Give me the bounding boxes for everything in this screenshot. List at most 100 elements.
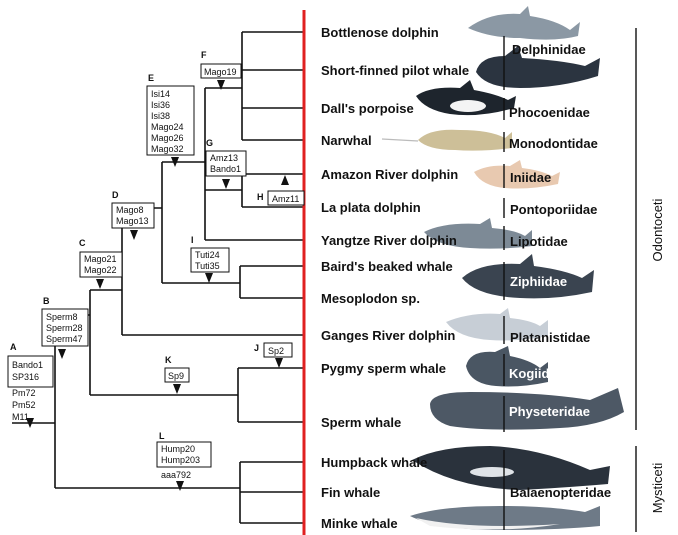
marker-c-1: Mago22 [84,265,117,275]
family-label-iniidae: Iniidae [510,170,551,185]
marker-arrow-i [205,273,213,283]
marker-box-b: Sperm8 Sperm28 Sperm47 [42,309,88,359]
marker-box-i: Tuti24 Tuti35 [191,248,229,283]
marker-l-2: aaa792 [161,470,191,480]
node-letter-f: F [201,50,207,60]
marker-a-1: SP316 [12,372,39,382]
marker-i-0: Tuti24 [195,250,220,260]
marker-arrow-b [58,349,66,359]
marker-box-e: Isi14 Isi36 Isi38 Mago24 Mago26 Mago32 [147,86,194,167]
marker-box-c: Mago21 Mago22 [80,252,122,289]
marker-box-d: Mago8 Mago13 [112,203,154,240]
node-letter-e: E [148,73,154,83]
species-label-4: Amazon River dolphin [321,167,458,182]
marker-arrow-d [130,230,138,240]
species-label-8: Mesoplodon sp. [321,291,420,306]
species-label-1: Short-finned pilot whale [321,63,469,78]
marker-g-1: Bando1 [210,164,241,174]
marker-b-0: Sperm8 [46,312,78,322]
branch-node-b [90,290,238,395]
species-label-9: Ganges River dolphin [321,328,455,343]
node-letter-b: B [43,296,50,306]
family-label-phocoenidae: Phocoenidae [509,105,590,120]
marker-e-2: Isi38 [151,111,170,121]
family-label-platanistidae: Platanistidae [510,330,590,345]
marker-box-f: Mago19 [201,64,241,90]
species-label-3: Narwhal [321,133,372,148]
species-label-10: Pygmy sperm whale [321,361,446,376]
node-letter-k: K [165,355,172,365]
marker-box-l: Hump20 Hump203 aaa792 [157,442,211,491]
suborder-label-odontoceti: Odontoceti [650,198,665,261]
marker-j-0: Sp2 [268,346,284,356]
marker-f-0: Mago19 [204,67,237,77]
node-letter-i: I [191,235,194,245]
species-label-13: Fin whale [321,485,380,500]
branch-node-j [238,368,305,422]
marker-box-a: Bando1 SP316 Pm72 Pm52 M11 [8,356,53,428]
marker-e-1: Isi36 [151,100,170,110]
node-letter-a: A [10,342,17,352]
marker-a-0: Bando1 [12,360,43,370]
branch-node-f [242,32,305,140]
humpback-flipper [470,467,514,477]
marker-c-0: Mago21 [84,254,117,264]
marker-e-5: Mago32 [151,144,184,154]
family-label-ziphiidae: Ziphiidae [510,274,567,289]
marker-a-3: Pm52 [12,400,36,410]
node-letter-c: C [79,238,86,248]
node-letter-l: L [159,431,165,441]
marker-e-3: Mago24 [151,122,184,132]
marker-arrow-h [281,175,289,185]
species-label-5: La plata dolphin [321,200,421,215]
species-label-14: Minke whale [321,516,398,531]
dalls-porpoise-patch [450,100,486,112]
marker-l-1: Hump203 [161,455,200,465]
marker-g-0: Amz13 [210,153,238,163]
marker-box-j: Sp2 [264,343,292,368]
species-label-0: Bottlenose dolphin [321,25,439,40]
marker-arrow-k [173,384,181,394]
family-label-delphinidae: Delphinidae [512,42,586,57]
marker-h-0: Amz11 [272,194,299,204]
marker-d-1: Mago13 [116,216,149,226]
branch-node-l [240,462,305,523]
narwhal-image [418,130,512,151]
node-letter-j: J [254,343,259,353]
marker-k-0: Sp9 [168,371,184,381]
family-label-kogiidae: Kogiidae [509,366,564,381]
family-label-monodontidae: Monodontidae [509,136,598,151]
marker-box-h: Amz11 [268,175,304,205]
family-label-physeteridae: Physeteridae [509,404,590,419]
marker-l-0: Hump20 [161,444,195,454]
suborder-label-mysticeti: Mysticeti [650,463,665,514]
marker-arrow-j [275,358,283,368]
branch-node-i [240,266,305,298]
marker-a-2: Pm72 [12,388,36,398]
family-label-lipotidae: Lipotidae [510,234,568,249]
node-letter-d: D [112,190,119,200]
species-label-7: Baird's beaked whale [321,259,453,274]
marker-arrow-g [222,179,230,189]
marker-a-4: M11 [12,412,29,422]
node-letter-h: H [257,192,264,202]
marker-box-g: Amz13 Bando1 [206,151,246,189]
marker-d-0: Mago8 [116,205,144,215]
node-letter-g: G [206,138,213,148]
family-label-pontoporiidae: Pontoporiidae [510,202,597,217]
species-label-11: Sperm whale [321,415,401,430]
marker-e-0: Isi14 [151,89,170,99]
species-label-12: Humpback whale [321,455,427,470]
marker-box-k: Sp9 [165,368,189,394]
family-label-balaenopteridae: Balaenopteridae [510,485,611,500]
marker-boxes: Bando1 SP316 Pm72 Pm52 M11 Sperm8 Sperm2… [8,64,304,491]
marker-arrow-l [176,481,184,491]
bottlenose-dolphin-image [468,6,580,40]
marker-arrow-c [96,279,104,289]
marker-e-4: Mago26 [151,133,184,143]
species-label-6: Yangtze River dolphin [321,233,457,248]
marker-b-1: Sperm28 [46,323,83,333]
narwhal-tusk [382,139,418,141]
